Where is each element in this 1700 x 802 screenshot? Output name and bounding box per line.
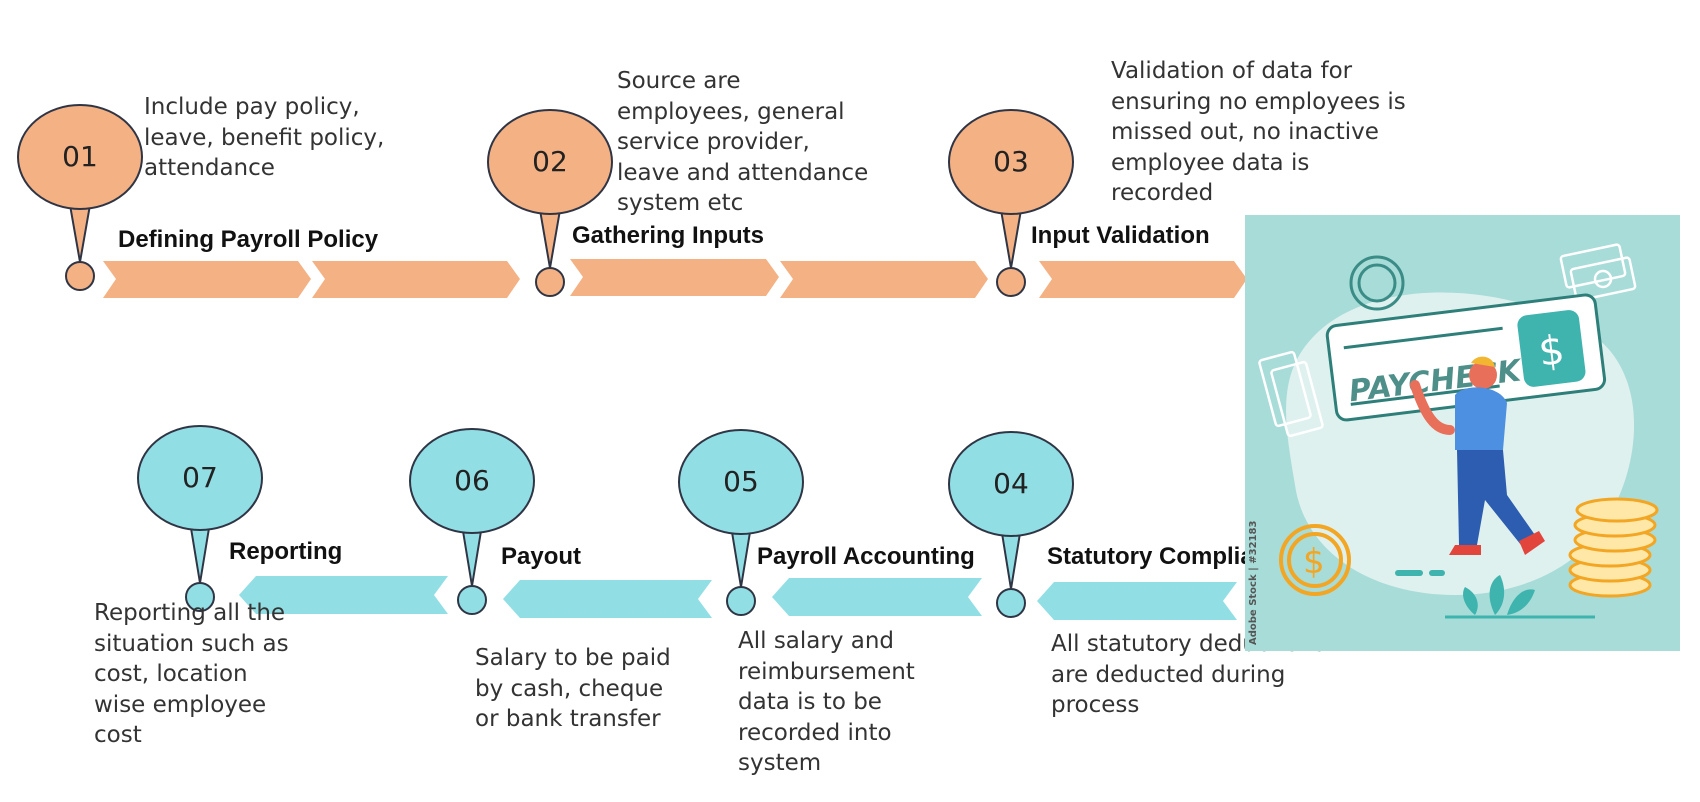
chevron-arrow [103, 261, 311, 298]
step-pin-03 [948, 109, 1074, 297]
step-description-03: Validation of data for ensuring no emplo… [1111, 58, 1406, 206]
chevron-arrow [1039, 261, 1247, 298]
step-number-04: 04 [993, 467, 1029, 500]
gold-coin-icon [1279, 524, 1351, 596]
step-title-07: Reporting [229, 538, 343, 565]
step-number-03: 03 [993, 145, 1029, 178]
step-number-01: 01 [62, 140, 98, 173]
chevron-arrow [312, 261, 520, 298]
paycheck-illustration: PAYCHECK $ $ [1245, 215, 1680, 651]
bottom-row-arrows [239, 576, 1237, 620]
chevron-arrow [1037, 582, 1237, 620]
plant-icon [1463, 575, 1535, 615]
step-description-04: All statutory deductions are deducted du… [1051, 631, 1326, 718]
stock-watermark: Adobe Stock | #32183 [1248, 521, 1259, 645]
person-figure [1410, 356, 1545, 555]
banknotes-icon [1559, 243, 1637, 302]
step-title-02: Gathering Inputs [572, 222, 764, 249]
chevron-arrow [503, 580, 712, 618]
step-title-03: Input Validation [1031, 222, 1210, 249]
step-title-06: Payout [501, 543, 582, 570]
step-title-01: Defining Payroll Policy [118, 226, 379, 253]
coin-stack-icon [1568, 497, 1659, 598]
step-number-05: 05 [723, 465, 759, 498]
step-description-06: Salary to be paid by cash, cheque or ban… [475, 645, 671, 732]
step-number-02: 02 [532, 145, 568, 178]
chevron-arrow [780, 261, 988, 298]
step-description-05: All salary and reimbursement data is to … [738, 628, 915, 776]
banknotes-icon [1258, 350, 1324, 438]
illustration-drawing: PAYCHECK $ $ [1245, 215, 1680, 651]
dollar-sign-icon: $ [1536, 327, 1567, 376]
step-description-07: Reporting all the situation such as cost… [94, 600, 289, 748]
step-number-06: 06 [454, 464, 490, 497]
step-pin-07 [137, 425, 263, 612]
step-pin-01 [17, 104, 143, 291]
step-description-02: Source are employees, general service pr… [617, 68, 869, 216]
step-description-01: Include pay policy, leave, benefit polic… [144, 94, 385, 181]
step-title-05: Payroll Accounting [757, 543, 975, 570]
step-pin-04 [948, 431, 1074, 618]
gold-coin-dollar-icon: $ [1303, 542, 1325, 582]
coin-outline-icon [1349, 255, 1405, 311]
step-number-07: 07 [182, 461, 218, 494]
top-row-arrows [103, 259, 1247, 298]
chevron-arrow [239, 576, 448, 614]
step-pin-06 [409, 428, 535, 615]
step-pin-02 [487, 109, 613, 297]
chevron-arrow [570, 259, 779, 296]
step-pin-05 [678, 429, 804, 616]
chevron-arrow [772, 578, 982, 616]
